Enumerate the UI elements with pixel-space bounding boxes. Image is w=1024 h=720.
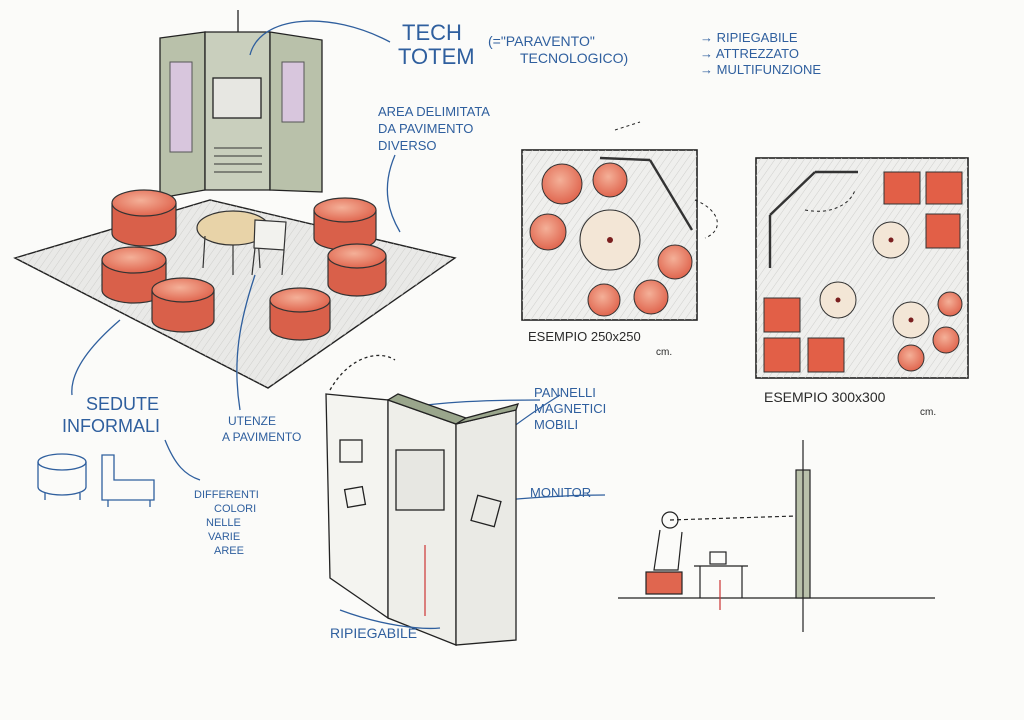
seat-icons — [37, 453, 155, 507]
area-note-1: AREA DELIMITATA — [378, 104, 490, 119]
colors-note-5: AREE — [214, 545, 244, 557]
panels-note-3: MOBILI — [534, 417, 578, 432]
seating-line1: SEDUTE — [86, 394, 159, 414]
example-large-unit: cm. — [920, 407, 936, 418]
title-equals2: TECNOLOGICO) — [520, 50, 628, 66]
pouf-seat — [151, 277, 215, 333]
colors-note-1: DIFFERENTI — [194, 489, 259, 501]
section-elevation — [618, 440, 935, 632]
example-small-label: ESEMPIO 250x250 — [528, 329, 641, 344]
pouf-seat — [111, 189, 177, 247]
feature-2: → ATTREZZATO — [700, 46, 799, 61]
feature-1: → RIPIEGABILE — [700, 30, 798, 45]
foldable-label: RIPIEGABILE — [330, 625, 417, 641]
title-line2: TOTEM — [398, 44, 475, 69]
title-equals: (="PARAVENTO" — [488, 33, 595, 49]
totem-detail — [325, 354, 519, 646]
plan-300 — [755, 157, 969, 379]
colors-note-3: NELLE — [206, 517, 241, 529]
colors-note-4: VARIE — [208, 531, 240, 543]
pouf-seat — [313, 197, 377, 251]
area-note-3: DIVERSO — [378, 138, 437, 153]
floor-outlets-1: UTENZE — [228, 414, 276, 428]
plan-250 — [521, 121, 718, 321]
monitor-label: MONITOR — [530, 485, 591, 500]
area-note-2: DA PAVIMENTO — [378, 121, 473, 136]
title-line1: TECH — [402, 20, 462, 45]
panels-note-2: MAGNETICI — [534, 401, 606, 416]
example-large-label: ESEMPIO 300x300 — [764, 389, 886, 405]
pouf-seats — [101, 189, 387, 341]
pouf-seat — [327, 243, 387, 297]
chair — [251, 219, 287, 276]
pouf-seat — [269, 287, 331, 341]
colors-note-2: COLORI — [214, 503, 256, 515]
floor-outlets-2: A PAVIMENTO — [222, 430, 301, 444]
pouf-seat — [101, 246, 167, 304]
tech-totem-screen — [159, 10, 323, 199]
seating-line2: INFORMALI — [62, 416, 160, 436]
panels-note-1: PANNELLI — [534, 385, 596, 400]
example-small-unit: cm. — [656, 347, 672, 358]
feature-3: → MULTIFUNZIONE — [700, 62, 821, 77]
